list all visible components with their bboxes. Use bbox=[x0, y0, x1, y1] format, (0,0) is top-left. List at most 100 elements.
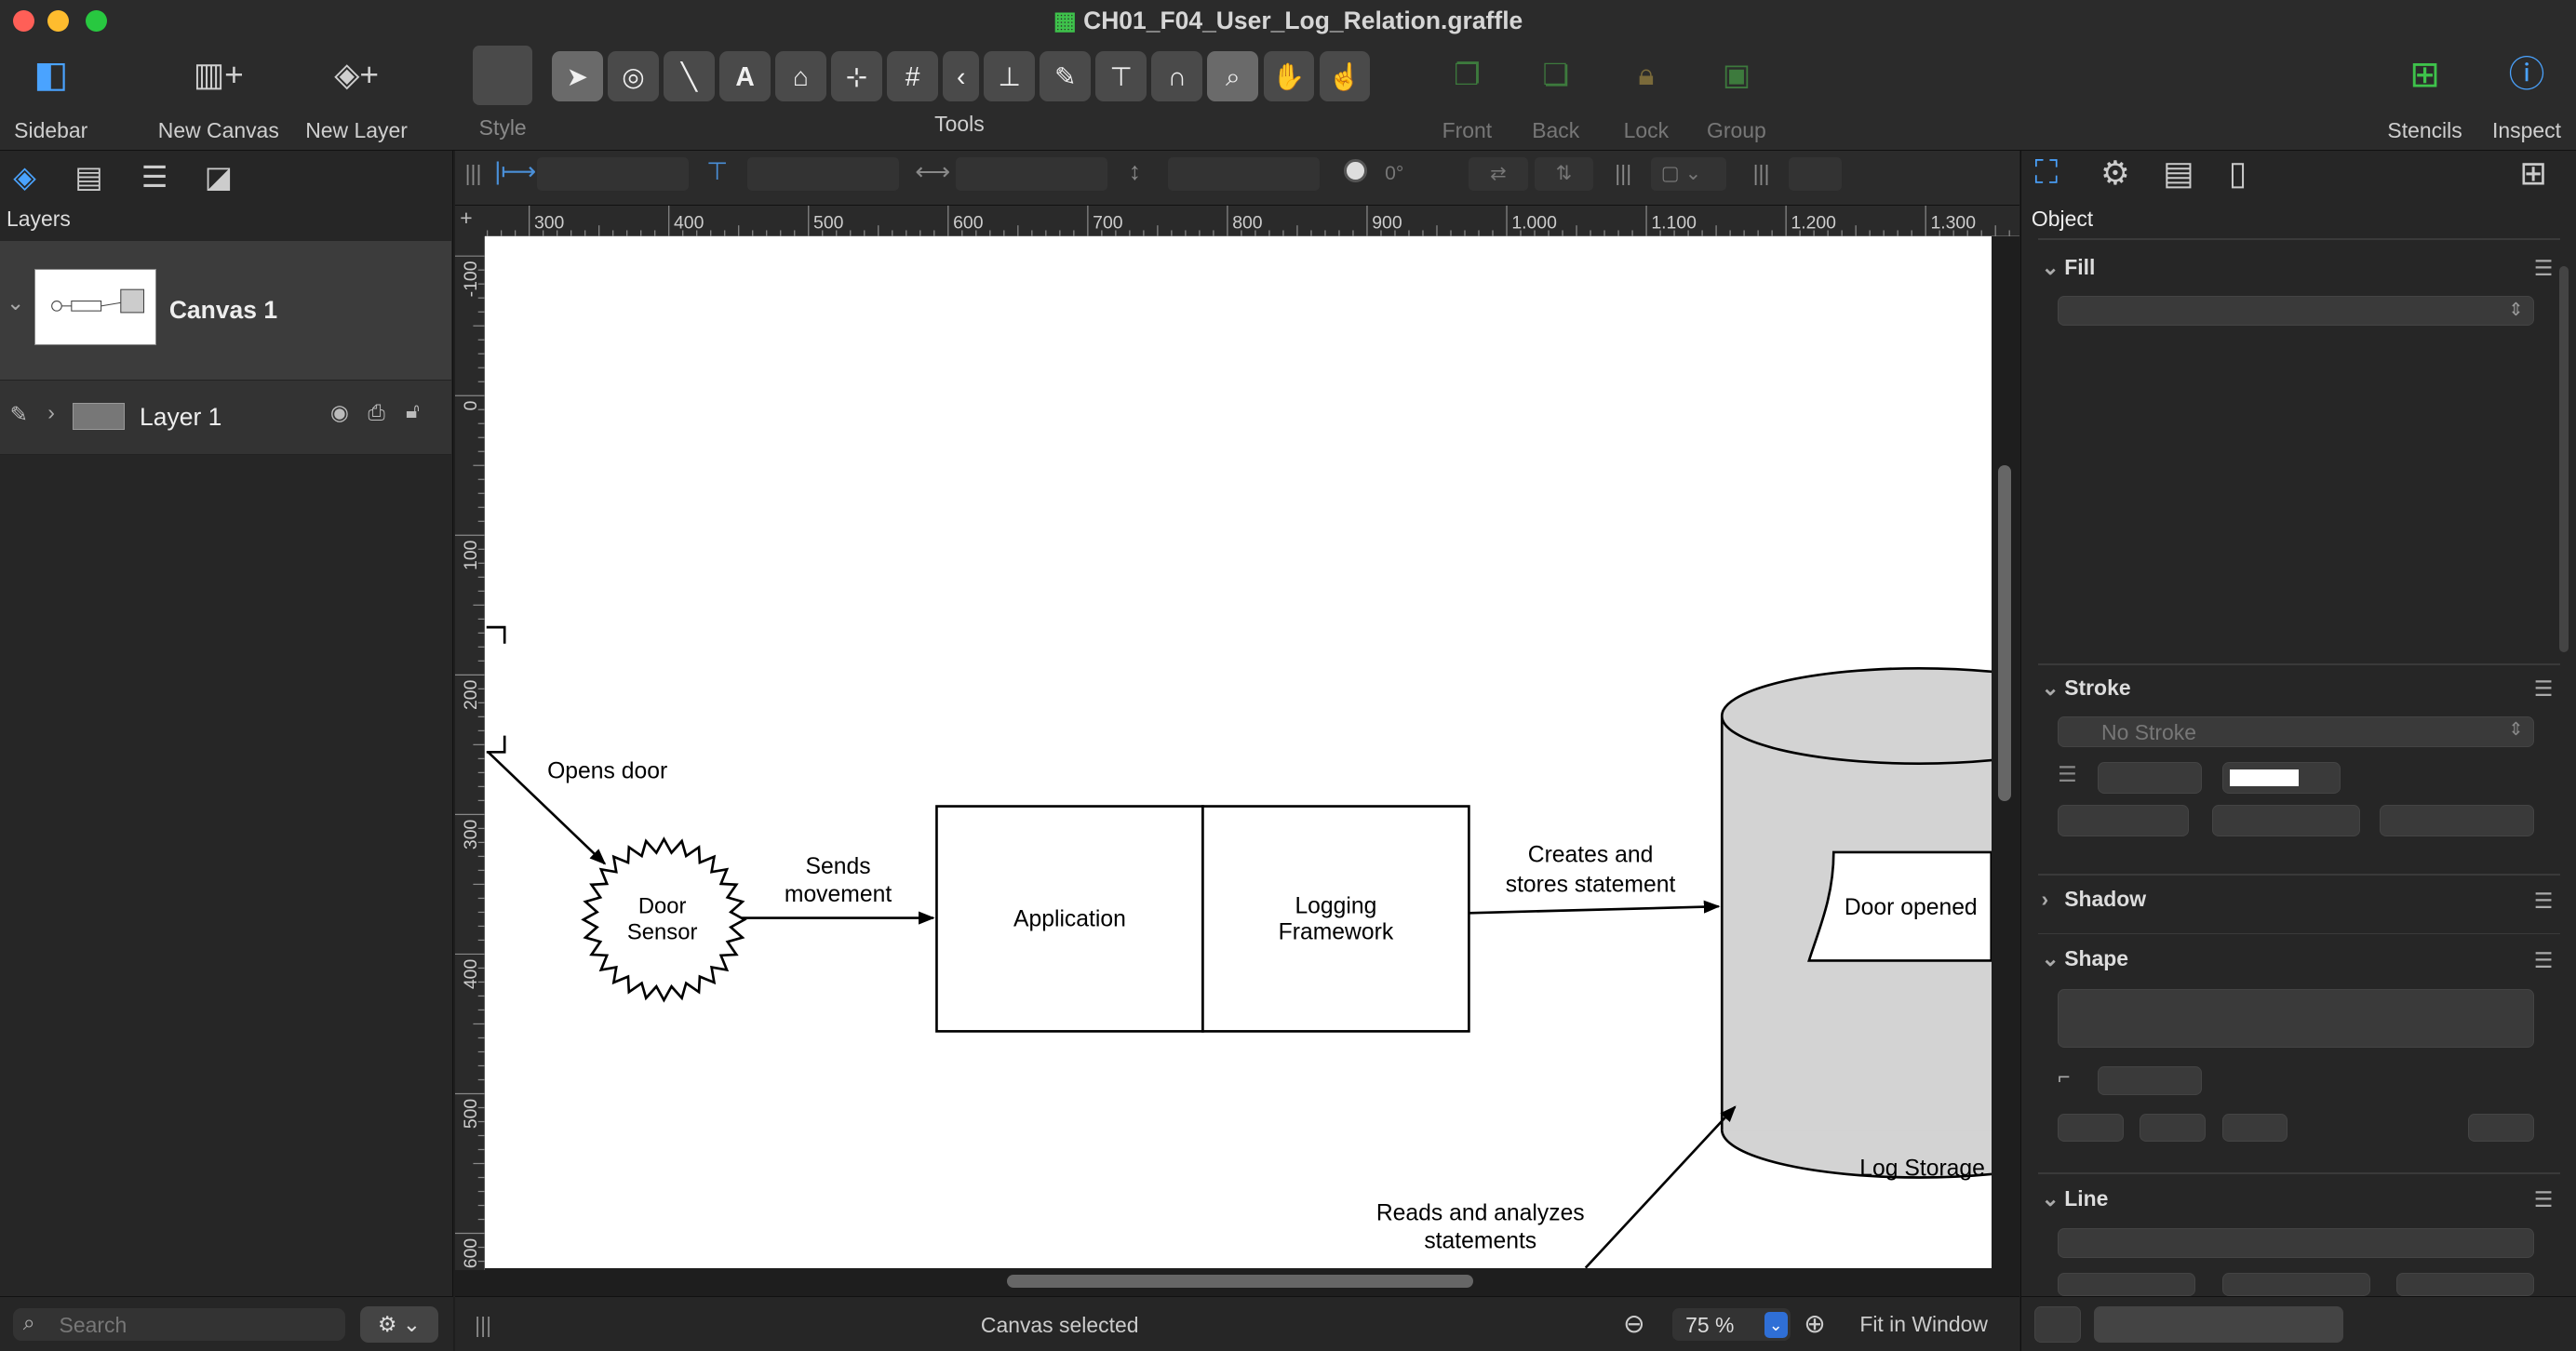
shape-action-4[interactable] bbox=[2468, 1113, 2535, 1142]
line-swap-button[interactable] bbox=[2221, 1273, 2370, 1296]
stroke-menu-icon[interactable]: ☰ bbox=[2533, 676, 2554, 702]
creates-stores-arrow[interactable] bbox=[1469, 900, 1721, 915]
flip-vertical-button[interactable]: ⇅ bbox=[1534, 157, 1594, 191]
line-section-header[interactable]: ⌄Line bbox=[2041, 1185, 2109, 1211]
diagram-tool[interactable]: # bbox=[887, 50, 938, 102]
grid-view-icon[interactable]: ⊞ bbox=[2519, 154, 2547, 192]
lock-button[interactable]: 🔒︎ Lock bbox=[1615, 46, 1677, 143]
application-box[interactable] bbox=[934, 805, 1204, 1033]
opens-door-arrow[interactable] bbox=[487, 751, 606, 865]
rotation-field[interactable]: 0° bbox=[1385, 163, 1404, 185]
shape-action-1[interactable] bbox=[2058, 1113, 2124, 1142]
line-head-popup[interactable] bbox=[2395, 1273, 2535, 1296]
text-tool[interactable]: A bbox=[719, 50, 771, 102]
stroke-type-popup[interactable]: No Stroke ⇕ bbox=[2058, 716, 2535, 748]
y-position-field[interactable] bbox=[747, 157, 899, 191]
minimize-window-button[interactable] bbox=[47, 9, 70, 32]
close-window-button[interactable] bbox=[13, 9, 35, 32]
back-button[interactable]: ❏ Back bbox=[1524, 46, 1587, 143]
shape-action-2[interactable] bbox=[2140, 1113, 2207, 1142]
style-apply-button[interactable] bbox=[2093, 1306, 2344, 1344]
zoom-tool[interactable]: ⌕ bbox=[1207, 50, 1259, 102]
shadow-menu-icon[interactable]: ☰ bbox=[2533, 889, 2554, 914]
fill-section-header[interactable]: ⌄Fill bbox=[2041, 254, 2096, 279]
line-tool[interactable]: ╲ bbox=[664, 50, 715, 102]
user-figure-fragment[interactable] bbox=[486, 626, 506, 754]
new-layer-button[interactable]: ◈+ New Layer bbox=[302, 46, 411, 143]
horizontal-scrollbar[interactable] bbox=[1007, 1274, 1474, 1288]
document-inspector-icon[interactable]: ▯ bbox=[2228, 154, 2247, 192]
browse-tool[interactable]: ☝ bbox=[1319, 50, 1371, 102]
style-button[interactable]: Style bbox=[473, 46, 532, 140]
content-tab-icon[interactable]: ◪ bbox=[204, 160, 233, 194]
sidebar-button[interactable]: ◧ Sidebar bbox=[10, 46, 92, 143]
fill-menu-icon[interactable]: ☰ bbox=[2533, 256, 2554, 281]
line-cap-buttons[interactable] bbox=[2380, 804, 2535, 836]
inspector-scrollbar[interactable] bbox=[2558, 265, 2569, 652]
diagram-page[interactable]: Opens door Door Sensor Sends movement Ap… bbox=[484, 236, 1992, 1268]
collapse-tools-button[interactable]: ‹ bbox=[943, 50, 980, 102]
shape-style-popup[interactable]: ▢ ⌄ bbox=[1651, 157, 1727, 191]
new-canvas-button[interactable]: ▥+ New Canvas bbox=[156, 46, 281, 143]
line-menu-icon[interactable]: ☰ bbox=[2533, 1187, 2554, 1212]
zoom-out-icon[interactable]: ⊖ bbox=[1623, 1308, 1645, 1339]
corner-style-buttons[interactable] bbox=[2212, 804, 2360, 836]
chevron-down-icon[interactable]: ⌄ bbox=[1764, 1311, 1788, 1338]
outline-tab-icon[interactable]: ☰ bbox=[141, 160, 168, 194]
shape-tool[interactable]: ◎ bbox=[608, 50, 659, 102]
door-opened-document[interactable] bbox=[1806, 850, 1992, 963]
stroke-pattern-popup[interactable] bbox=[2058, 804, 2190, 836]
canvas-row[interactable]: ⌄ Canvas 1 bbox=[0, 241, 452, 380]
layer-row[interactable]: ✎ › Layer 1 ◉ ⎙ 🔓︎ bbox=[0, 379, 452, 455]
ruler-corner[interactable]: + bbox=[454, 205, 485, 237]
zoom-in-icon[interactable]: ⊕ bbox=[1804, 1308, 1826, 1339]
printer-icon[interactable]: ⎙ bbox=[368, 399, 385, 424]
inspect-button[interactable]: ⓘ Inspect bbox=[2484, 46, 2569, 143]
style-preview[interactable] bbox=[2034, 1306, 2081, 1344]
shape-action-3[interactable] bbox=[2221, 1113, 2288, 1142]
fill-type-popup[interactable]: ⇕ bbox=[2058, 295, 2535, 326]
layers-tab-icon[interactable]: ◈ bbox=[13, 160, 36, 194]
canvas-area[interactable]: Opens door Door Sensor Sends movement Ap… bbox=[484, 236, 2019, 1270]
shape-section-header[interactable]: ⌄Shape bbox=[2041, 945, 2129, 970]
gear-icon[interactable]: ⚙ bbox=[2100, 154, 2130, 192]
width-field[interactable] bbox=[956, 157, 1107, 191]
shape-menu-icon[interactable]: ☰ bbox=[2533, 947, 2554, 972]
chevron-down-icon[interactable]: ⌄ bbox=[7, 290, 25, 315]
logging-framework-box[interactable] bbox=[1201, 805, 1470, 1033]
gear-menu-button[interactable]: ⚙ ⌄ bbox=[359, 1306, 439, 1344]
zoom-window-button[interactable] bbox=[85, 9, 107, 32]
style-brush-tool[interactable]: ✎ bbox=[1040, 50, 1092, 102]
hand-tool[interactable]: ✋ bbox=[1263, 50, 1315, 102]
group-button[interactable]: ▣ Group bbox=[1700, 46, 1773, 143]
fit-in-window-button[interactable]: Fit in Window bbox=[1859, 1311, 1988, 1336]
front-button[interactable]: ❐ Front bbox=[1436, 46, 1498, 143]
object-inspector-tab-icon[interactable]: ⛶ bbox=[2034, 154, 2059, 191]
shape-picker[interactable] bbox=[2058, 988, 2535, 1049]
point-edit-tool[interactable]: ⊹ bbox=[831, 50, 882, 102]
zoom-field[interactable]: 75 % ⌄ bbox=[1672, 1308, 1791, 1342]
stroke-width-field[interactable] bbox=[2097, 762, 2203, 794]
canvases-tab-icon[interactable]: ▤ bbox=[74, 160, 103, 194]
rubber-stamp-tool[interactable]: ⊤ bbox=[1095, 50, 1147, 102]
stencils-button[interactable]: ⊞ Stencils bbox=[2382, 46, 2468, 143]
canvas-inspector-icon[interactable]: ▤ bbox=[2163, 154, 2194, 192]
line-type-popup[interactable] bbox=[2058, 1228, 2535, 1259]
eye-icon[interactable]: ◉ bbox=[329, 399, 349, 424]
selection-tool[interactable]: ➤ bbox=[552, 50, 603, 102]
shadow-section-header[interactable]: ›Shadow bbox=[2041, 887, 2147, 912]
pen-tool[interactable]: ⌂ bbox=[775, 50, 826, 102]
diagram-layout-tool[interactable]: ⊥ bbox=[984, 50, 1036, 102]
rotation-knob-icon[interactable] bbox=[1344, 159, 1367, 182]
chevron-right-icon[interactable]: › bbox=[47, 399, 55, 424]
x-position-field[interactable] bbox=[537, 157, 689, 191]
height-field[interactable] bbox=[1168, 157, 1320, 191]
door-sensor-shape[interactable] bbox=[580, 836, 747, 1003]
corner-radius-field[interactable] bbox=[2097, 1065, 2203, 1096]
stroke-color-well[interactable] bbox=[2221, 762, 2341, 794]
search-field[interactable]: ⌕ Search bbox=[13, 1308, 345, 1342]
vertical-scrollbar[interactable] bbox=[1997, 464, 2011, 802]
stroke-section-header[interactable]: ⌄Stroke bbox=[2041, 675, 2131, 700]
